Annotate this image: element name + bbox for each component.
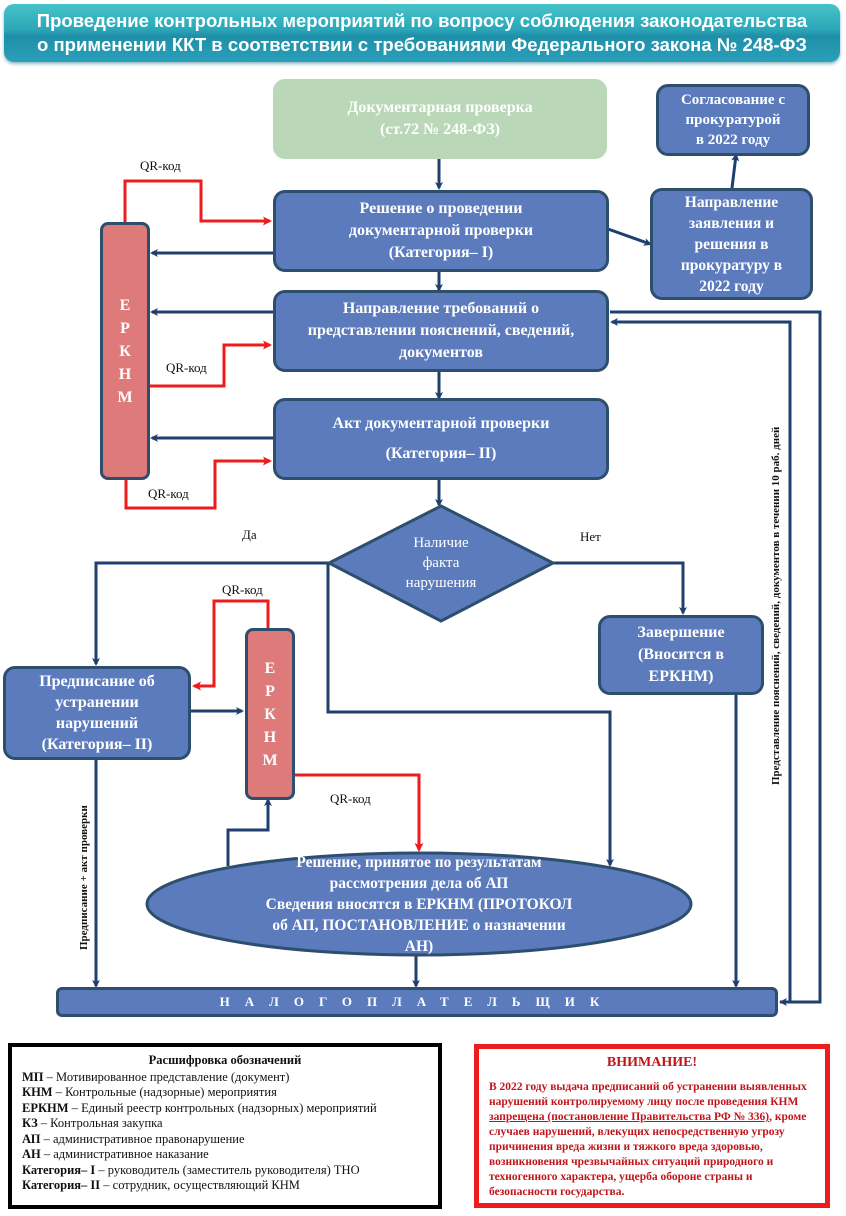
no-label: Нет	[580, 529, 601, 544]
node-requirements[interactable]: Направление требований о представлении п…	[273, 290, 609, 372]
warning-title: ВНИМАНИЕ!	[606, 1055, 698, 1070]
legend-item: АН – административное наказание	[22, 1147, 209, 1161]
qr-label-4: QR-код	[222, 582, 263, 597]
order-plus-act-label: Предписание + акт проверки	[78, 805, 90, 950]
node-decision[interactable]: Решение о проведении документарной прове…	[273, 190, 609, 272]
node-act[interactable]: Акт документарной проверки (Категория– I…	[273, 398, 609, 480]
legend-item: Категория– II – сотрудник, осуществляющи…	[22, 1178, 300, 1192]
regulation-reference: запрещена (постановление Правительства Р…	[489, 1111, 770, 1123]
arrow-decision-prosecutor	[607, 227, 652, 246]
legend-item: МП – Мотивированное представление (докум…	[22, 1069, 290, 1084]
node-prosecutor-send[interactable]: Направление заявления и решения в прокур…	[650, 188, 813, 300]
erknm-register-top[interactable]: Е Р К Н М	[100, 222, 150, 480]
qr-label-1: QR-код	[140, 158, 181, 173]
arrow-no-completion	[552, 561, 687, 615]
explanations-label: Представление пояснений, сведений, докум…	[770, 426, 782, 785]
qr-arrow-requirements	[150, 340, 272, 388]
node-order[interactable]: Предписание об устранении нарушений (Кат…	[3, 666, 191, 760]
title-line-1: Проведение контрольных мероприятий по во…	[36, 10, 808, 31]
title-line-2: о применении ККТ в соответствии с требов…	[37, 34, 807, 55]
legend-title: Расшифровка обозначений	[148, 1053, 302, 1067]
page-title-banner: Проведение контрольных мероприятий по во…	[4, 4, 840, 62]
node-documentary-check[interactable]: Документарная проверка (ст.72 № 248-ФЗ)	[273, 79, 607, 159]
violation-diamond-label: Наличие факта нарушения	[405, 535, 477, 591]
arrow-ellipse-erknm2	[226, 798, 272, 866]
qr-arrow-decision	[123, 179, 272, 226]
arrow-diamond-ellipse	[326, 563, 614, 867]
qr-label-5: QR-код	[330, 791, 371, 806]
node-completion[interactable]: Завершение (Вносится в ЕРКНМ)	[598, 615, 764, 695]
ap-decision-label: Решение, принятое по результатам рассмот…	[265, 854, 573, 955]
legend-item: КЗ – Контрольная закупка	[22, 1116, 163, 1130]
yes-label: Да	[242, 527, 257, 542]
warning-text: В 2022 году выдача предписаний об устран…	[489, 1081, 807, 1198]
legend-item: Категория– I – руководитель (заместитель…	[22, 1162, 360, 1177]
erknm-register-bottom[interactable]: Е Р К Н М	[245, 628, 295, 800]
legend-item: АП – административное правонарушение	[22, 1131, 245, 1146]
qr-arrow-act	[124, 456, 272, 510]
warning-box: ВНИМАНИЕ! В 2022 году выдача предписаний…	[474, 1044, 830, 1208]
qr-arrow-ap	[294, 773, 424, 852]
qr-label-3: QR-код	[148, 486, 189, 501]
line-taxpayer-return	[779, 998, 822, 1006]
legend-item: КНМ – Контрольные (надзорные) мероприяти…	[22, 1085, 277, 1099]
violation-diamond[interactable]	[325, 504, 557, 623]
arrow-yes-order	[92, 561, 330, 666]
ap-decision-ellipse[interactable]	[145, 851, 693, 957]
qr-label-2: QR-код	[166, 360, 207, 375]
arrow-prosecutor-approval	[730, 153, 740, 189]
legend-item: ЕРКНМ – Единый реестр контрольных (надзо…	[22, 1100, 377, 1115]
legend-box: Расшифровка обозначений МП – Мотивирован…	[8, 1043, 442, 1209]
qr-arrow-order	[192, 599, 270, 691]
node-taxpayer[interactable]: НАЛОГОПЛАТЕЛЬЩИК	[56, 987, 778, 1017]
node-prosecutor-approval[interactable]: Согласование с прокуратурой в 2022 году	[656, 84, 810, 156]
